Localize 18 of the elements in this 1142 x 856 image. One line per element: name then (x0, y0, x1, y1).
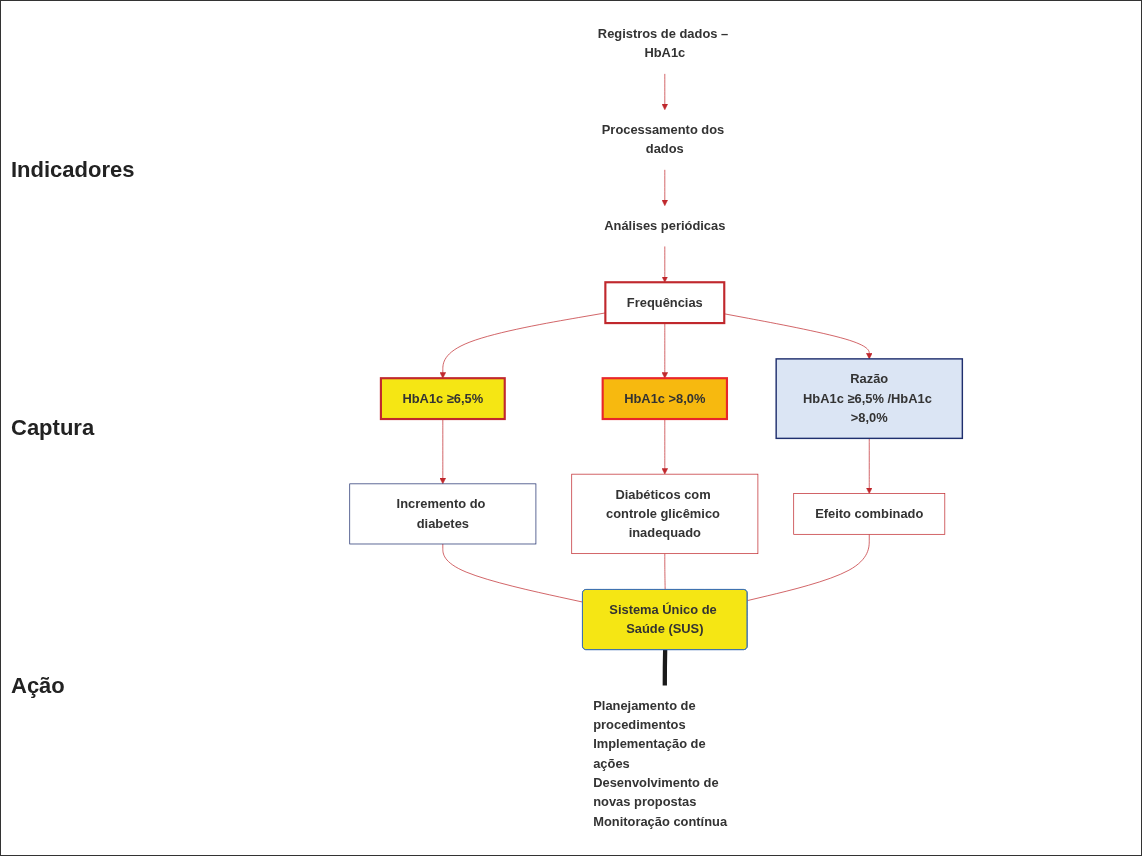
connector (442, 543, 584, 603)
connector (747, 534, 870, 601)
node-box: Diabéticos com controle glicêmico inadequado (571, 473, 759, 555)
node-box: Frequências (604, 281, 726, 325)
node-box: Incremento do diabetes (349, 483, 537, 545)
node-box: HbA1c ≥6,5% (379, 377, 506, 421)
node-box: Efeito combinado (793, 493, 946, 535)
node-box: HbA1c >8,0% (601, 377, 728, 421)
row-label: Captura (11, 415, 96, 441)
row-label: Ação (11, 673, 66, 699)
node-text: Análises periódicas (604, 218, 726, 233)
node-text: Registros de dados – HbA1c (597, 26, 729, 61)
connector (664, 553, 666, 591)
node-text: Planejamento de procedimentos Implementação de ações Desenvolvimento de novas propostas Monitoração contínua (593, 698, 728, 829)
node-text: Processamento dos dados (601, 122, 725, 157)
node-box: Razão HbA1c ≥6,5% /HbA1c >8,0% (775, 358, 963, 440)
connector (662, 649, 668, 686)
row-label: Indicadores (11, 157, 136, 183)
